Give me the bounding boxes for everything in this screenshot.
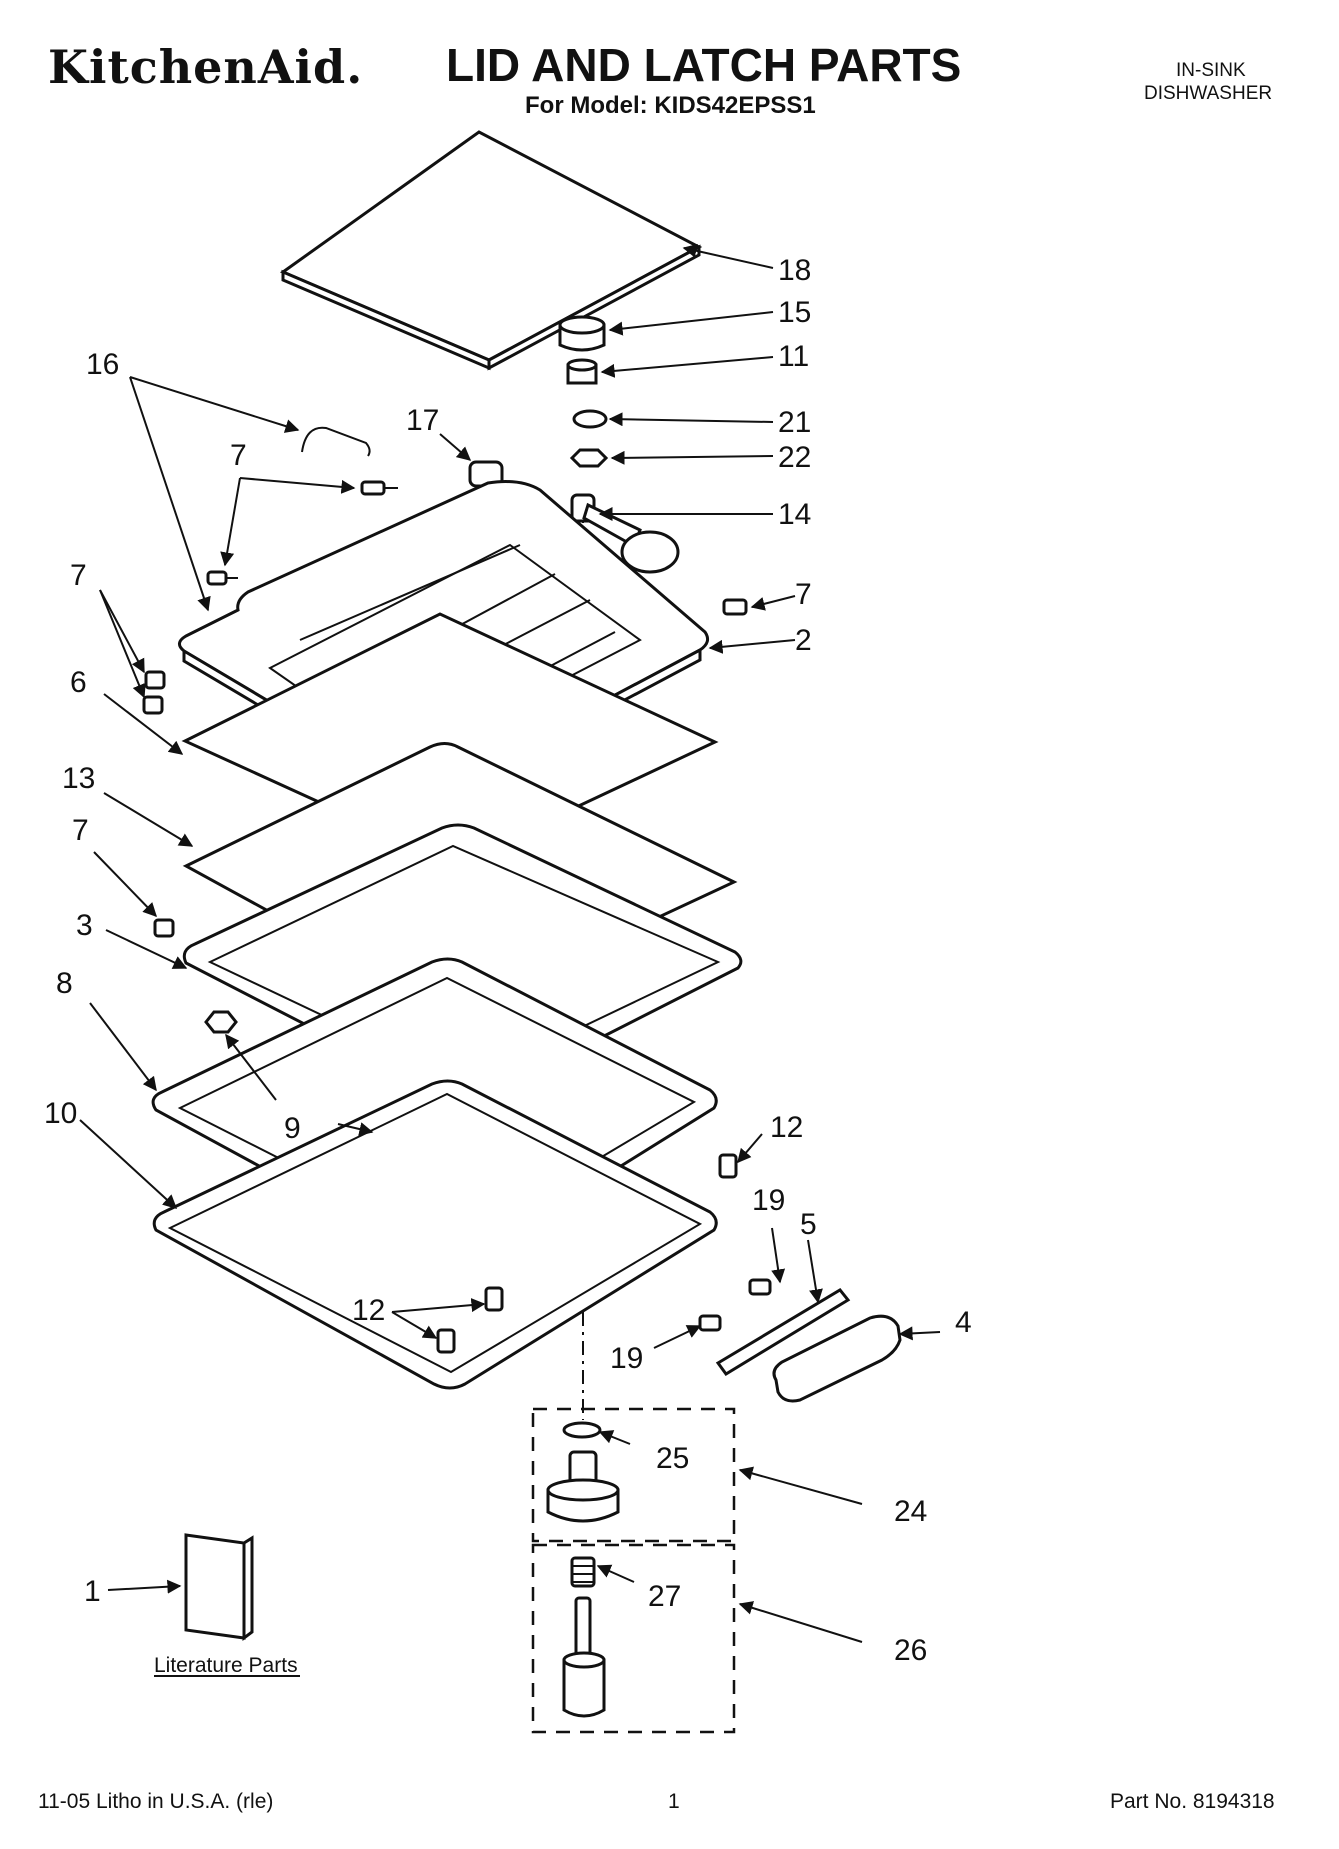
callout-22: 22 [778,441,811,474]
callout-19-lower: 19 [610,1342,643,1375]
callout-13: 13 [62,762,95,795]
nut-9a [204,1010,238,1034]
callout-6: 6 [70,666,87,699]
screw-7f [153,918,175,938]
callout-2: 2 [795,624,812,657]
literature-parts-label: Literature Parts [154,1654,298,1677]
knob-adapter [566,358,598,385]
latch-plate [715,1288,851,1376]
screw-7c [144,670,166,690]
callout-15: 15 [778,296,811,329]
callout-5: 5 [800,1208,817,1241]
callout-3: 3 [76,909,93,942]
wire-hinge [301,426,371,457]
screw-7e [722,598,748,616]
screw-12c [436,1328,456,1354]
callout-7-left: 7 [70,559,87,592]
star-washer [562,1421,602,1439]
callout-8: 8 [56,967,73,1000]
callout-17: 17 [406,404,439,437]
callout-9: 9 [284,1112,301,1145]
latch-arm [570,493,680,574]
leader-lines [79,243,941,1643]
screw-19a [748,1278,772,1296]
callout-21: 21 [778,406,811,439]
plunger [562,1596,606,1718]
callout-7-top: 7 [230,439,247,472]
page-number: 1 [668,1790,680,1813]
product-type-line2: DISHWASHER [1144,83,1273,104]
screw-12b [484,1286,504,1312]
screw-12a [718,1153,738,1179]
knob [558,315,606,352]
glass-panel [279,130,703,371]
screw-7d [142,695,164,715]
callout-26: 26 [894,1634,927,1667]
callout-25: 25 [656,1442,689,1475]
spring [570,1556,596,1588]
lid-gasket [152,1079,718,1390]
callout-24: 24 [894,1495,927,1528]
assembly-box-26 [531,1543,736,1734]
callout-7-lower: 7 [72,814,89,847]
callout-7-right: 7 [795,578,812,611]
page-title: LID AND LATCH PARTS [446,39,962,91]
hex-nut [569,448,609,468]
screw-7b [206,570,238,586]
callout-27: 27 [648,1580,681,1613]
literature-book [184,1533,254,1641]
screw-7a [360,480,398,496]
brand-logo: KitchenAid. [48,40,364,94]
retaining-clip [572,409,608,429]
callout-14: 14 [778,498,811,531]
callout-18: 18 [778,254,811,287]
callout-10: 10 [44,1097,77,1130]
product-type-line1: IN-SINK [1176,60,1246,81]
callout-16: 16 [86,348,119,381]
callout-4: 4 [955,1306,972,1339]
model-number: For Model: KIDS42EPSS1 [525,92,816,119]
callout-11: 11 [778,340,809,373]
callout-1: 1 [84,1575,101,1608]
part-number: Part No. 8194318 [1110,1790,1275,1813]
spindle-base [546,1450,620,1523]
litho-info: 11-05 Litho in U.S.A. (rle) [38,1790,274,1813]
callout-19-upper: 19 [752,1184,785,1217]
callout-12-left: 12 [352,1294,385,1327]
screw-19b [698,1314,722,1332]
assembly-box-24 [531,1407,736,1543]
callout-12-right: 12 [770,1111,803,1144]
